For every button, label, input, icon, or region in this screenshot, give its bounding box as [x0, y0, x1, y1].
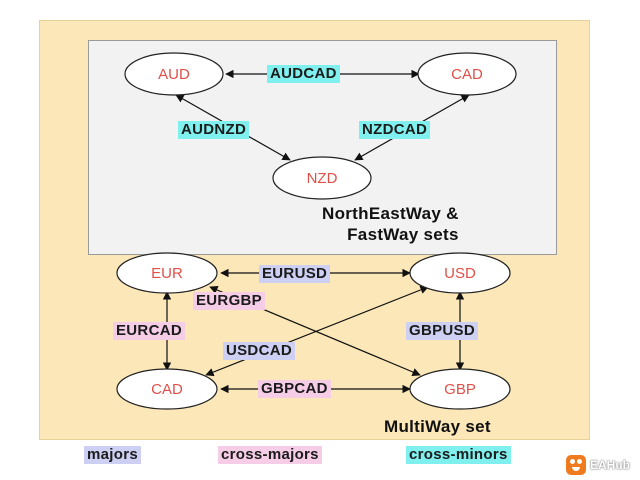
pair-label-nzdcad: NZDCAD [359, 121, 431, 139]
node-usd: USD [409, 252, 511, 294]
node-aud: AUD [124, 52, 224, 96]
node-nzd-label: NZD [307, 170, 338, 187]
pair-label-eurgbp: EURGBP [193, 292, 265, 310]
pair-label-eurcad: EURCAD [113, 322, 185, 340]
node-aud-label: AUD [158, 66, 190, 83]
node-cad-top-label: CAD [451, 66, 483, 83]
pair-label-gbpusd: GBPUSD [406, 322, 478, 340]
node-usd-label: USD [444, 265, 476, 282]
top-set-caption: NorthEastWay & FastWay sets [322, 203, 459, 245]
legend-majors: majors [84, 446, 141, 464]
brand-name: EAHub [590, 458, 630, 472]
smiley-face-icon [566, 455, 586, 475]
node-gbp-label: GBP [444, 381, 476, 398]
node-eur-label: EUR [151, 265, 183, 282]
top-set-caption-line1: NorthEastWay & [322, 204, 459, 223]
node-gbp: GBP [409, 368, 511, 410]
bottom-set-caption: MultiWay set [384, 417, 491, 436]
node-eur: EUR [116, 252, 218, 294]
pair-label-eurusd: EURUSD [259, 265, 331, 283]
node-nzd: NZD [272, 156, 372, 200]
pair-label-gbpcad: GBPCAD [258, 380, 331, 398]
edge-usd-cad [205, 285, 429, 377]
legend-cross-minors: cross-minors [406, 446, 511, 464]
node-cad-bottom-label: CAD [151, 381, 183, 398]
legend-cross-majors: cross-majors [218, 446, 322, 464]
pair-label-audcad: AUDCAD [267, 65, 340, 83]
top-set-caption-line2: FastWay sets [347, 225, 459, 244]
pair-label-audnzd: AUDNZD [178, 121, 250, 139]
node-cad-top: CAD [417, 52, 517, 96]
node-cad-bottom: CAD [116, 368, 218, 410]
pair-label-usdcad: USDCAD [223, 342, 295, 360]
brand-watermark: EAHub [566, 455, 630, 475]
